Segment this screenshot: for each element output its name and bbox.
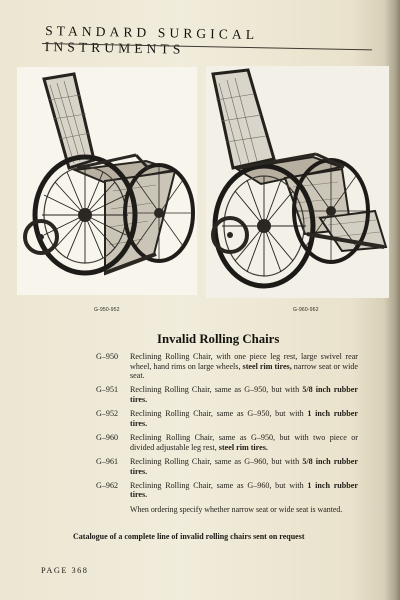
description-text: Reclining Rolling Chair, same as G–950, … — [130, 409, 308, 419]
description-text: Reclining Rolling Chair, same as G–950, … — [130, 433, 358, 452]
description-fraction: 5/8 — [302, 385, 313, 395]
product-description: Reclining Rolling Chair, same as G–950, … — [130, 409, 358, 428]
description-bold: inch rubber tires. — [130, 385, 358, 405]
product-item-g-952: G–952 Reclining Rolling Chair, same as G… — [96, 409, 364, 428]
description-bold: steel rim tires, — [242, 361, 292, 371]
left-wheelchair-photo — [17, 67, 197, 295]
product-code: G–961 — [96, 456, 119, 466]
description-ending: narrow seat or wide seat. — [130, 361, 358, 381]
product-item-g-951: G–951 Reclining Rolling Chair, same as G… — [96, 385, 364, 404]
description-fraction: 5/8 — [302, 456, 313, 466]
product-description: Reclining Rolling Chair, same as G–950, … — [130, 385, 358, 404]
product-code: G–952 — [96, 409, 119, 419]
catalog-request-line: Catalogue of a complete line of invalid … — [73, 532, 305, 541]
product-code: G–960 — [96, 433, 119, 443]
description-text: Reclining Rolling Chair, with one piece … — [130, 352, 358, 371]
ordering-note: When ordering specify whether narrow sea… — [130, 505, 343, 514]
product-code: G–962 — [96, 480, 119, 490]
adjustable-wheelchair-illustration — [206, 66, 389, 298]
product-description: Reclining Rolling Chair, with one piece … — [130, 352, 358, 381]
product-code: G–950 — [96, 352, 119, 361]
product-item-g-950: G–950 Reclining Rolling Chair, with one … — [96, 352, 364, 381]
product-item-g-960: G–960 Reclining Rolling Chair, same as G… — [96, 433, 364, 452]
right-photo-caption: G-960-962 — [293, 307, 319, 313]
product-description: Reclining Rolling Chair, same as G–960, … — [130, 457, 358, 476]
left-photo-caption: G-950-952 — [94, 307, 120, 313]
right-wheelchair-photo — [206, 66, 389, 298]
reclining-wheelchair-illustration — [17, 67, 197, 295]
description-text: Reclining Rolling Chair, same as G–960, … — [130, 456, 303, 466]
section-title: Invalid Rolling Chairs — [157, 332, 280, 346]
product-item-g-961: G–961 Reclining Rolling Chair, same as G… — [96, 457, 364, 476]
description-text: Reclining Rolling Chair, same as G–960, … — [130, 480, 308, 490]
description-bold: 1 inch rubber tires. — [130, 480, 358, 500]
description-bold: 1 inch rubber tires. — [130, 409, 358, 428]
product-list: G–950 Reclining Rolling Chair, with one … — [96, 352, 364, 505]
description-bold: steel rim tires. — [218, 442, 268, 452]
product-item-g-962: G–962 Reclining Rolling Chair, same as G… — [96, 481, 364, 500]
product-code: G–951 — [96, 385, 119, 395]
description-text: Reclining Rolling Chair, same as G–950, … — [130, 385, 303, 395]
page-header: STANDARD SURGICAL INSTRUMENTS — [44, 23, 258, 57]
product-description: Reclining Rolling Chair, same as G–960, … — [130, 481, 358, 500]
product-description: Reclining Rolling Chair, same as G–950, … — [130, 433, 358, 452]
description-bold: inch rubber tires. — [130, 456, 358, 476]
page-number: PAGE 368 — [41, 566, 89, 575]
